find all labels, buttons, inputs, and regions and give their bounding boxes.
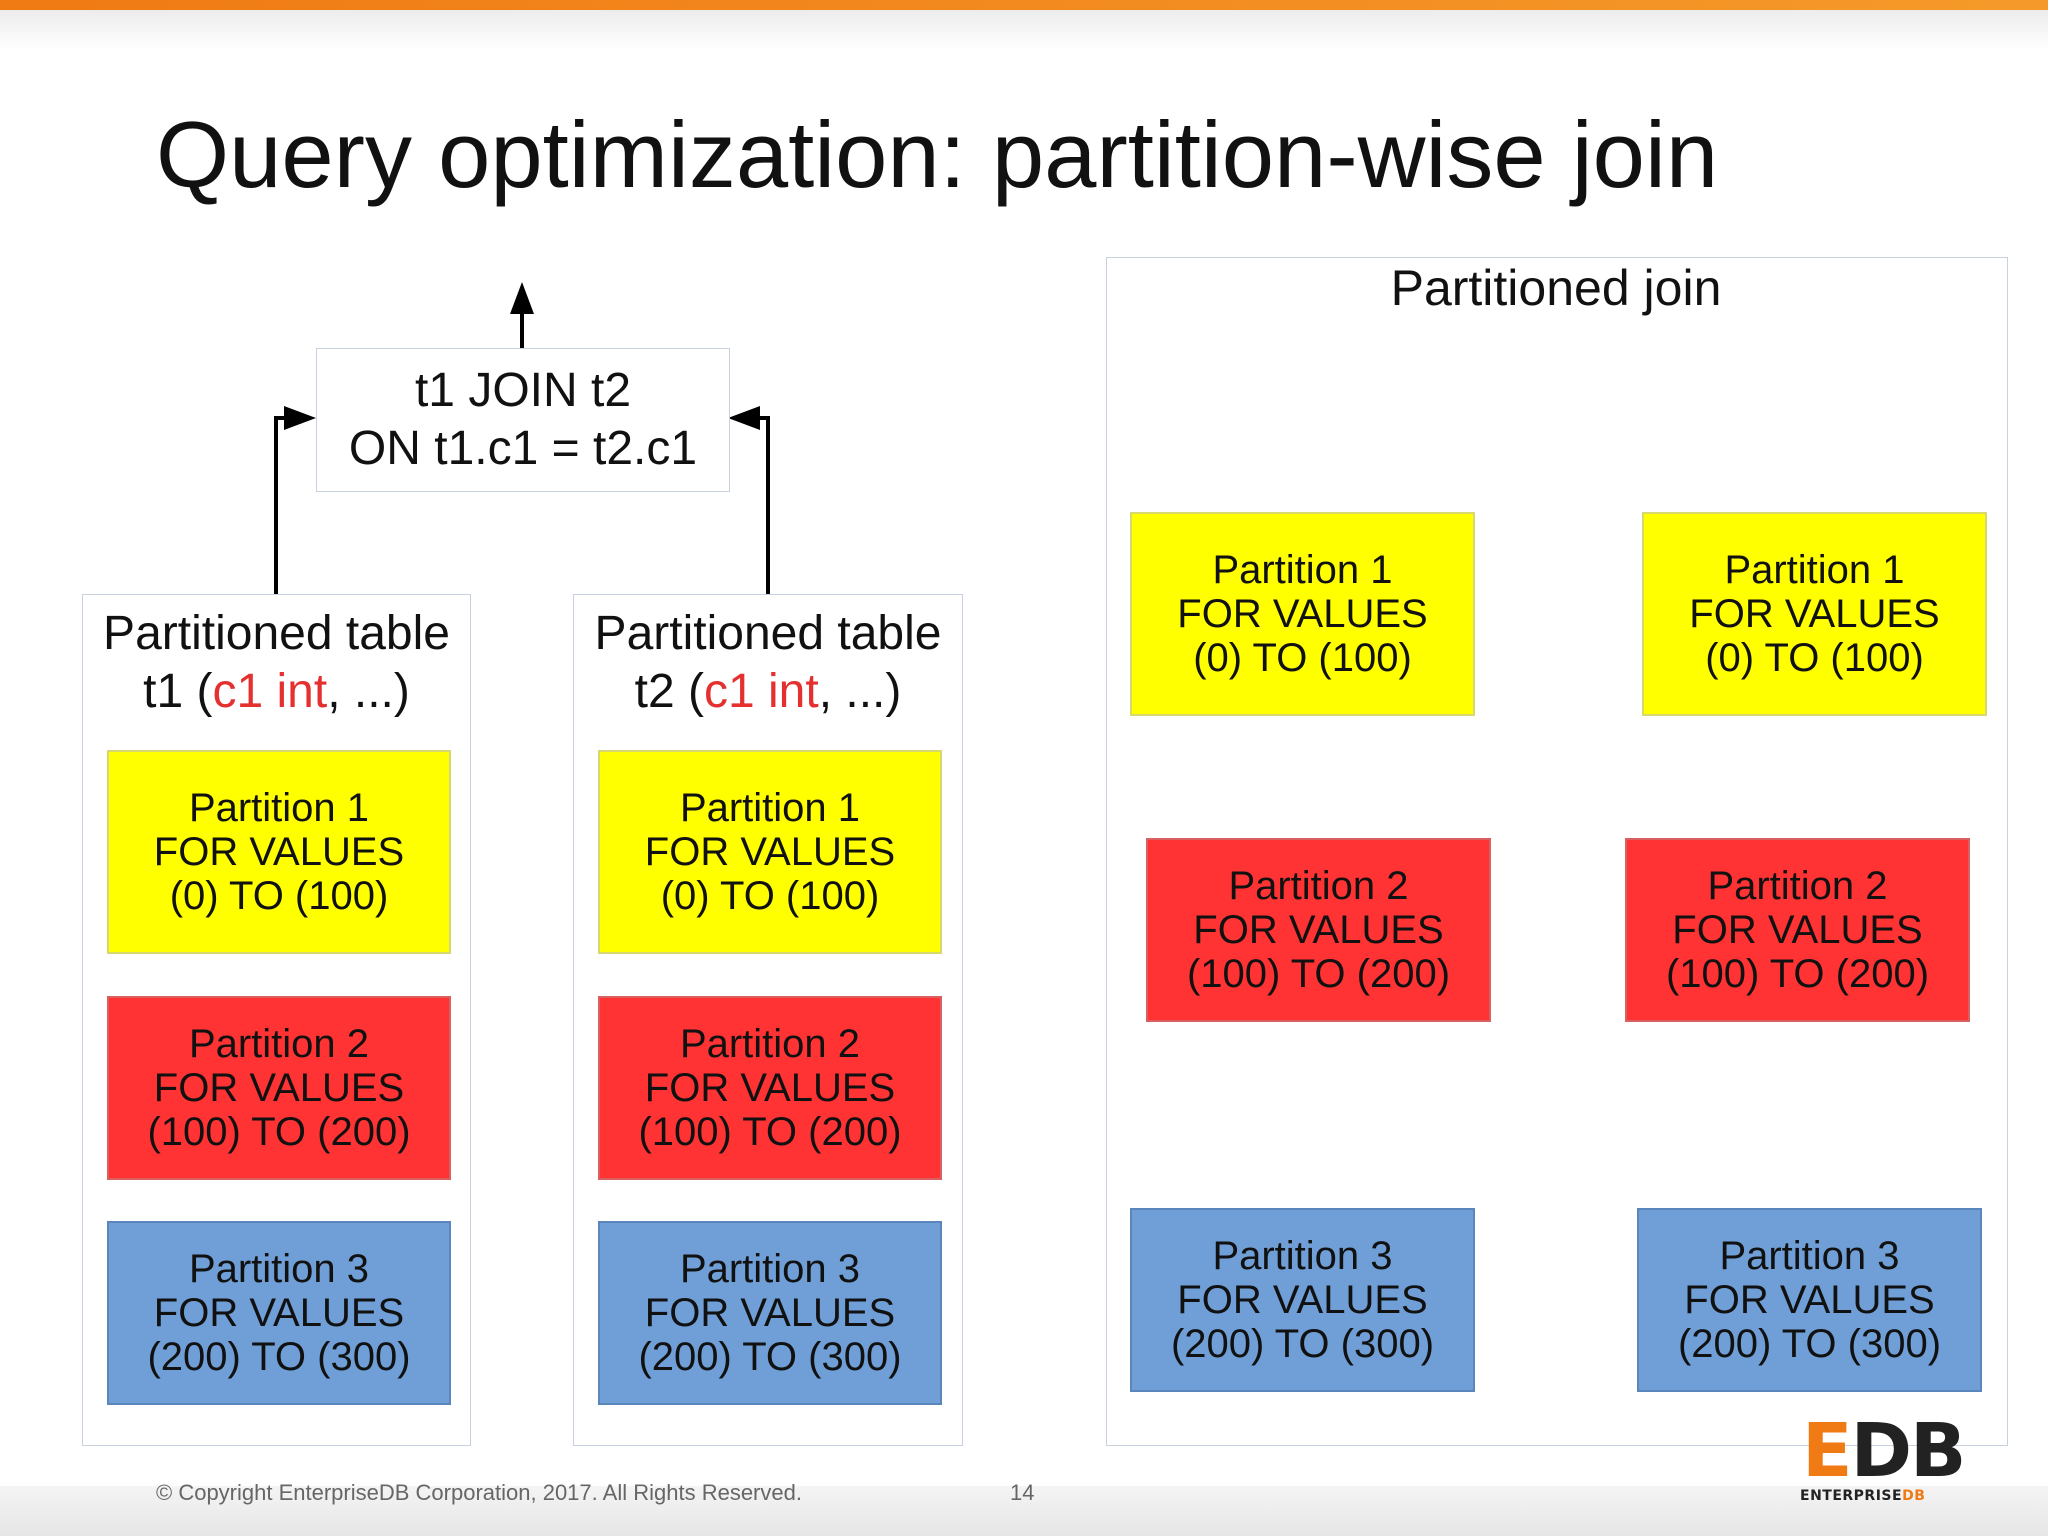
partitioned-join-heading: Partitioned join: [1390, 260, 1722, 316]
table-t2-heading: Partitioned table t2 (c1 int, ...): [574, 605, 962, 721]
slide-title: Query optimization: partition-wise join: [156, 102, 1719, 207]
join-condition-box: t1 JOIN t2 ON t1.c1 = t2.c1: [316, 348, 730, 492]
top-accent-bar: [0, 0, 2048, 10]
table-t2-heading-line1: Partitioned table: [594, 607, 942, 660]
column-highlight: c1 int: [212, 665, 328, 718]
table-t1-heading-line1: Partitioned table: [103, 607, 450, 660]
edb-logo: EDB ENTERPRISEDB: [1800, 1414, 1966, 1504]
arrowhead-t1: [284, 406, 316, 430]
arrowhead-join-output: [510, 282, 534, 314]
edb-logo-mark: EDB: [1802, 1408, 1966, 1494]
arrowhead-t2: [728, 406, 760, 430]
page-number: 14: [1010, 1480, 1035, 1505]
column-highlight: c1 int: [703, 665, 819, 718]
header-shadow: [0, 10, 2048, 50]
table-t2-heading-line2: t2 (c1 int, ...): [634, 665, 902, 718]
copyright-text: © Copyright EnterpriseDB Corporation, 20…: [156, 1480, 802, 1505]
t2-to-join-arrow: [736, 416, 770, 594]
t1-to-join-arrow: [274, 416, 308, 594]
table-t1-heading-line2: t1 (c1 int, ...): [143, 665, 410, 718]
table-t1-heading: Partitioned table t1 (c1 int, ...): [83, 605, 470, 721]
edb-logo-wordmark: ENTERPRISEDB: [1800, 1488, 1926, 1504]
join-line-1: t1 JOIN t2: [414, 364, 632, 417]
join-line-2: ON t1.c1 = t2.c1: [348, 422, 698, 475]
footer-band: [0, 1486, 2048, 1536]
